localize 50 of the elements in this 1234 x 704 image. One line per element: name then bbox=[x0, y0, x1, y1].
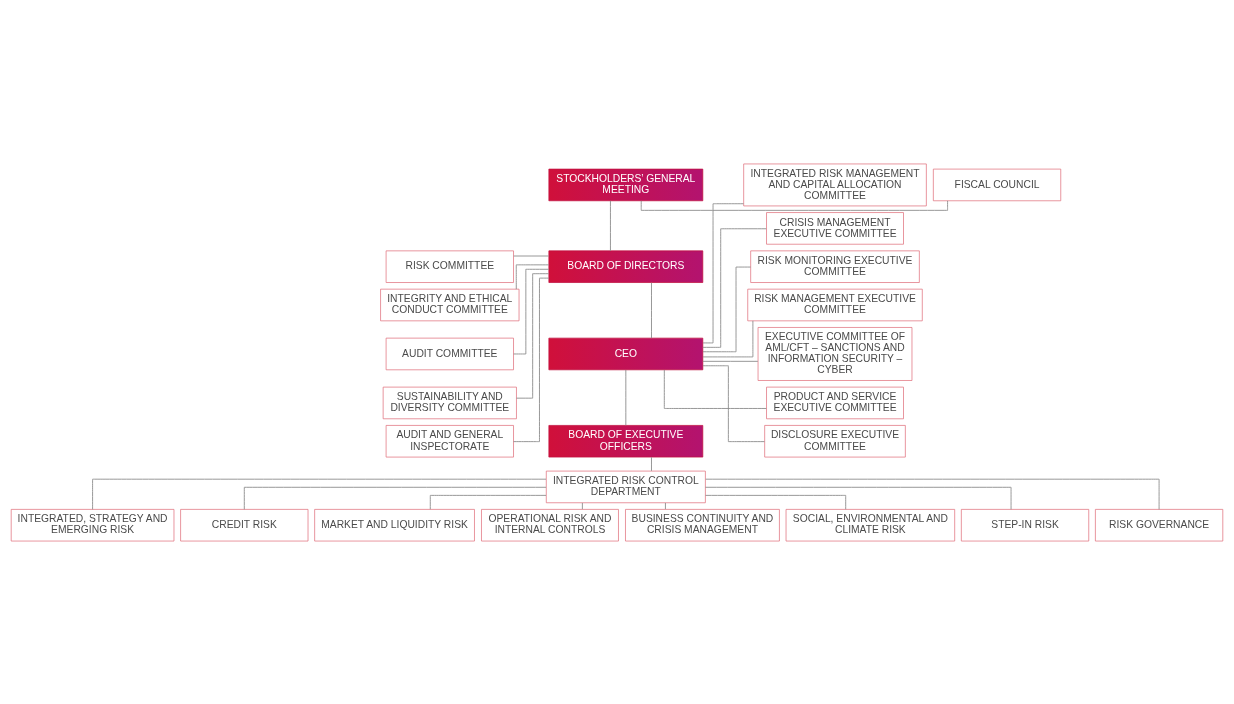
connector bbox=[651, 456, 652, 471]
node-box: INTEGRATED RISK CONTROL DEPARTMENT bbox=[545, 470, 706, 503]
connector bbox=[513, 268, 550, 354]
node-box: RISK GOVERNANCE bbox=[1095, 508, 1224, 541]
node-box: DISCLOSURE EXECUTIVE COMMITTEE bbox=[764, 424, 906, 457]
node-box: BOARD OF EXECUTIVE OFFICERS bbox=[548, 424, 704, 457]
node-box: OPERATIONAL RISK AND INTERNAL CONTROLS bbox=[481, 508, 619, 541]
node-box: SUSTAINABILITY AND DIVERSITY COMMITTEE bbox=[382, 386, 517, 419]
node-box: INTEGRATED RISK MANAGEMENT AND CAPITAL ALLOCATION COMMITTEE bbox=[743, 163, 927, 206]
connector bbox=[705, 494, 847, 510]
node-box: RISK COMMITTEE bbox=[385, 250, 514, 283]
node-box: AUDIT AND GENERAL INSPECTORATE bbox=[385, 424, 514, 457]
connector bbox=[702, 227, 767, 348]
connector bbox=[515, 263, 550, 290]
node-box: CREDIT RISK bbox=[180, 508, 309, 541]
connector bbox=[702, 360, 759, 362]
connector bbox=[705, 478, 1160, 510]
node-box: INTEGRITY AND ETHICAL CONDUCT COMMITTEE bbox=[380, 288, 520, 321]
node-box: FISCAL COUNCIL bbox=[932, 168, 1062, 201]
node-box: STOCKHOLDERS’ GENERAL MEETING bbox=[548, 168, 704, 201]
connector bbox=[702, 202, 744, 343]
node-box: MARKET AND LIQUIDITY RISK bbox=[314, 508, 475, 541]
node-box: INTEGRATED, STRATEGY AND EMERGING RISK bbox=[10, 508, 175, 541]
connector bbox=[581, 502, 583, 510]
connector bbox=[513, 277, 550, 442]
node-box: RISK MONITORING EXECUTIVE COMMITTEE bbox=[750, 250, 920, 283]
connector bbox=[704, 486, 1012, 510]
node-box: RISK MANAGEMENT EXECUTIVE COMMITTEE bbox=[747, 288, 923, 321]
connector bbox=[243, 486, 547, 510]
connector bbox=[665, 502, 666, 510]
connector bbox=[516, 272, 550, 399]
connector bbox=[513, 255, 550, 256]
node-box: PRODUCT AND SERVICE EXECUTIVE COMMITTEE bbox=[766, 386, 904, 419]
connector bbox=[702, 364, 765, 442]
node-box: BOARD OF DIRECTORS bbox=[548, 250, 704, 283]
node-box: CRISIS MANAGEMENT EXECUTIVE COMMITTEE bbox=[766, 211, 904, 245]
connector bbox=[610, 199, 611, 251]
connector bbox=[663, 369, 767, 409]
connector bbox=[651, 281, 652, 338]
node-box: AUDIT COMMITTEE bbox=[385, 337, 514, 370]
connector bbox=[702, 319, 754, 357]
connector bbox=[92, 478, 547, 510]
connector bbox=[625, 369, 627, 426]
connector bbox=[640, 199, 949, 211]
node-box: EXECUTIVE COMMITTEE OF AML/CFT – SANCTIONS AND INFORMATION SECURITY – CYBER bbox=[757, 326, 913, 381]
connector bbox=[429, 494, 547, 510]
node-box: CEO bbox=[548, 337, 704, 370]
node-box: STEP-IN RISK bbox=[960, 508, 1090, 541]
node-box: SOCIAL, ENVIRONMENTAL AND CLIMATE RISK bbox=[785, 508, 956, 541]
node-box: BUSINESS CONTINUITY AND CRISIS MANAGEMENT bbox=[625, 508, 780, 541]
